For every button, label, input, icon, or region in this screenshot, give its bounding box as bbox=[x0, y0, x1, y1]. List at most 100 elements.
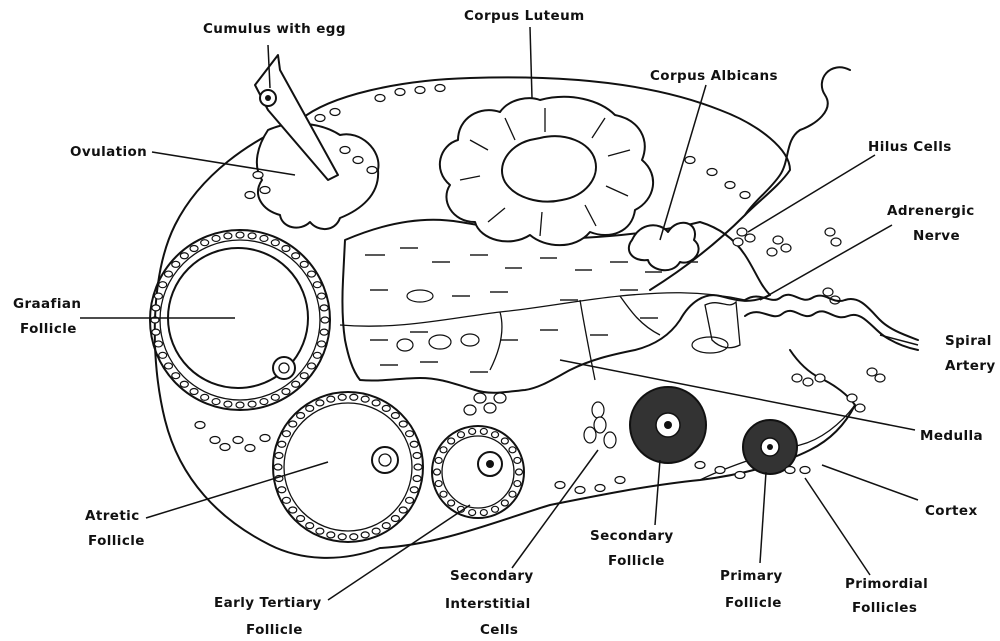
stromal-cell bbox=[435, 457, 442, 463]
stromal-cell bbox=[271, 394, 279, 400]
stromal-cell bbox=[154, 293, 162, 299]
medulla-stroma bbox=[365, 248, 698, 372]
stromal-cell bbox=[233, 437, 243, 444]
stromal-cell bbox=[395, 89, 405, 96]
stromal-cell bbox=[260, 435, 270, 442]
stromal-cell bbox=[615, 477, 625, 484]
stromal-cell bbox=[180, 253, 188, 259]
label-early-tertiary: Early Tertiary bbox=[214, 595, 322, 611]
spiral-artery-wall bbox=[745, 311, 918, 350]
stromal-cell bbox=[382, 405, 390, 411]
label-primary-follicle: Follicle bbox=[725, 595, 782, 611]
stromal-cell bbox=[315, 115, 325, 122]
label-interstitial-cells: Cells bbox=[480, 622, 518, 638]
stromal-cell bbox=[480, 510, 487, 516]
stromal-cell bbox=[201, 240, 209, 246]
stromal-cell bbox=[152, 329, 160, 335]
stromal-cell bbox=[372, 528, 380, 534]
stromal-cell bbox=[300, 373, 308, 379]
stromal-cell bbox=[289, 507, 297, 513]
stromal-cell bbox=[275, 452, 283, 458]
stromal-cell bbox=[725, 182, 735, 189]
stromal-cell bbox=[210, 437, 220, 444]
label-primordial-follicles: Follicles bbox=[852, 600, 917, 616]
corpus-luteum-lumen bbox=[502, 136, 596, 201]
label-atretic: Atretic bbox=[85, 508, 140, 524]
adrenergic-nerve bbox=[745, 67, 850, 215]
stromal-cell bbox=[271, 240, 279, 246]
stromal-cell bbox=[164, 363, 172, 369]
stromal-cell bbox=[399, 421, 407, 427]
stromal-cell bbox=[274, 464, 282, 470]
stromal-cell bbox=[448, 438, 455, 444]
stromal-cell bbox=[685, 157, 695, 164]
stromal-cell bbox=[306, 405, 314, 411]
stromal-cell bbox=[224, 233, 232, 239]
stromal-cell bbox=[306, 523, 314, 529]
early-tertiary-nucleus bbox=[486, 460, 494, 468]
stromal-cell bbox=[350, 534, 358, 540]
stromal-cell bbox=[338, 534, 346, 540]
stromal-cell bbox=[367, 167, 377, 174]
stromal-cell bbox=[435, 481, 442, 487]
stromal-cell bbox=[575, 487, 585, 494]
stromal-cell bbox=[245, 192, 255, 199]
stromal-cell bbox=[278, 441, 286, 447]
stromal-cell bbox=[248, 401, 256, 407]
stromal-cell bbox=[361, 396, 369, 402]
stromal-cell bbox=[406, 431, 414, 437]
primary-oocyte-nucleus bbox=[767, 444, 773, 450]
label-adrenergic: Adrenergic bbox=[887, 203, 975, 219]
stromal-cell bbox=[190, 389, 198, 395]
stromal-cell bbox=[313, 282, 321, 288]
stromal-cell bbox=[282, 245, 290, 251]
label-ovulation: Ovulation bbox=[70, 144, 147, 160]
stromal-cell bbox=[492, 506, 499, 512]
stromal-cell bbox=[224, 401, 232, 407]
stromal-cell bbox=[320, 305, 328, 311]
stromal-cell bbox=[406, 497, 414, 503]
stromal-cell bbox=[410, 487, 418, 493]
stromal-cell bbox=[327, 532, 335, 538]
label-graafian-follicle: Follicle bbox=[20, 321, 77, 337]
stromal-cell bbox=[516, 469, 523, 475]
label-interstitial: Secondary bbox=[450, 568, 534, 584]
stromal-cell bbox=[514, 481, 521, 487]
label-spiral: Spiral bbox=[945, 333, 992, 349]
egg-nucleus bbox=[265, 95, 271, 101]
stromal-cell bbox=[201, 394, 209, 400]
stromal-cell bbox=[414, 464, 422, 470]
stromal-cell bbox=[313, 352, 321, 358]
label-spiral-artery: Artery bbox=[945, 358, 996, 374]
atretic-follicle bbox=[273, 392, 423, 542]
stromal-cell bbox=[212, 235, 220, 241]
stromal-cell bbox=[327, 396, 335, 402]
stromal-cell bbox=[448, 500, 455, 506]
label-corpus-albicans: Corpus Albicans bbox=[650, 68, 778, 84]
label-early-tertiary-follicle: Follicle bbox=[246, 622, 303, 638]
stromal-cell bbox=[292, 253, 300, 259]
label-adrenergic-nerve: Nerve bbox=[913, 228, 960, 244]
stromal-cell bbox=[220, 444, 230, 451]
early-tertiary-granulosa bbox=[442, 436, 514, 508]
stromal-cell bbox=[195, 422, 205, 429]
stromal-cell bbox=[434, 469, 441, 475]
stromal-cell bbox=[172, 373, 180, 379]
stromal-cell bbox=[501, 500, 508, 506]
stromal-cell bbox=[440, 491, 447, 497]
atretic-oocyte bbox=[372, 447, 398, 473]
vessel-lumen bbox=[429, 335, 451, 349]
stromal-cell bbox=[391, 516, 399, 522]
stromal-cell bbox=[338, 394, 346, 400]
stromal-cell bbox=[316, 400, 324, 406]
label-atretic-follicle: Follicle bbox=[88, 533, 145, 549]
stromal-cell bbox=[260, 187, 270, 194]
stromal-cell bbox=[321, 317, 329, 323]
stromal-cell bbox=[361, 532, 369, 538]
stromal-cell bbox=[695, 462, 705, 469]
stromal-cell bbox=[340, 147, 350, 154]
stromal-cell bbox=[501, 438, 508, 444]
stromal-cell bbox=[282, 431, 290, 437]
stromal-cell bbox=[248, 233, 256, 239]
